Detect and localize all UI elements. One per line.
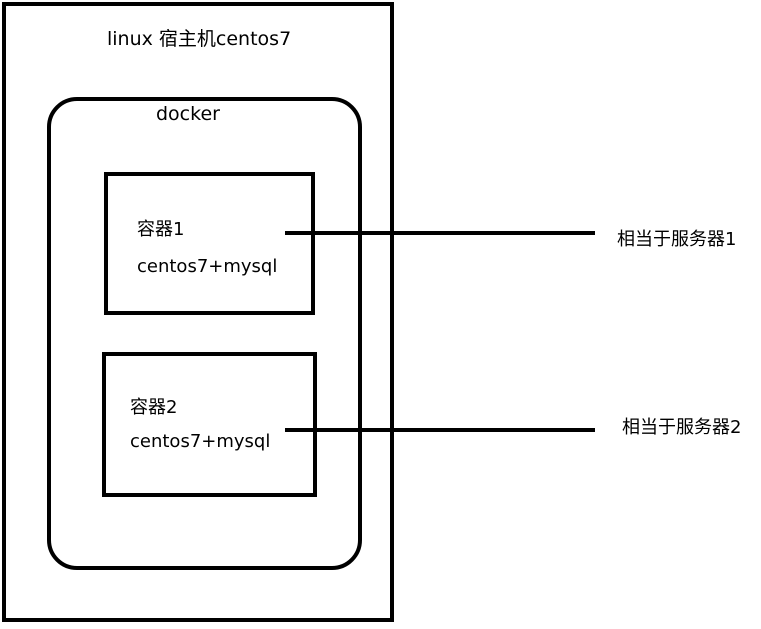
container-2-box (102, 352, 317, 497)
docker-box (47, 97, 362, 570)
container-1-connector (285, 231, 595, 235)
container-2-content: centos7+mysql (130, 431, 271, 452)
server-2-label: 相当于服务器2 (622, 417, 742, 438)
server-1-label: 相当于服务器1 (617, 229, 737, 250)
container-1-box (104, 172, 315, 315)
host-machine-box (2, 2, 394, 622)
container-1-content: centos7+mysql (137, 256, 278, 277)
container-2-connector (285, 428, 595, 432)
host-machine-title: linux 宿主机centos7 (107, 28, 292, 50)
docker-title: docker (156, 103, 220, 125)
container-2-name: 容器2 (130, 397, 178, 418)
container-1-name: 容器1 (137, 219, 185, 240)
